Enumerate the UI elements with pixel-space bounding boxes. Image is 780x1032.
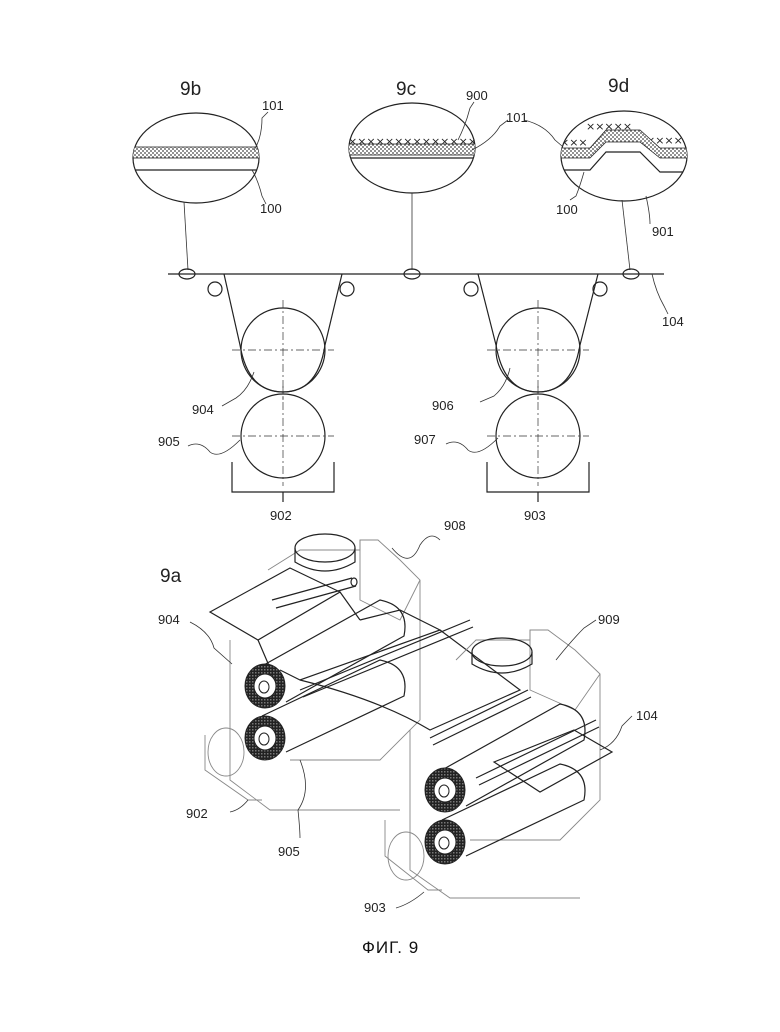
perspective-view-9a: 9a 908 904	[158, 518, 658, 915]
roller-station-902: 904 905 902	[158, 300, 334, 523]
inset-9c-title: 9c	[396, 79, 416, 100]
inset-9b-title: 9b	[180, 79, 201, 100]
roller-station-903: 906 907 903	[414, 300, 589, 523]
label-904: 904	[192, 402, 214, 417]
label-907: 907	[414, 432, 436, 447]
label-900: 900	[466, 88, 488, 103]
inset-9d-title: 9d	[608, 76, 629, 97]
label-905: 905	[158, 434, 180, 449]
label-908: 908	[444, 518, 466, 533]
label-101-c: 101	[506, 110, 528, 125]
frame-908	[205, 534, 420, 810]
label-909: 909	[598, 612, 620, 627]
figure-caption: ФИГ. 9	[362, 938, 419, 957]
inset-9d: 9d ××× ××××× ×××× 100 901	[556, 76, 690, 270]
label-101: 101	[262, 98, 284, 113]
svg-text:×××: ×××	[560, 136, 588, 149]
label-100: 100	[260, 201, 282, 216]
label-905-a: 905	[278, 844, 300, 859]
label-906: 906	[432, 398, 454, 413]
label-901: 901	[652, 224, 674, 239]
inset-9c: 9c ×××××××××××××× 900 101	[346, 79, 528, 270]
label-903: 903	[524, 508, 546, 523]
label-100-d: 100	[556, 202, 578, 217]
label-904-a: 904	[158, 612, 180, 627]
frame-909	[385, 630, 600, 898]
label-104-a: 104	[636, 708, 658, 723]
perspective-title: 9a	[160, 566, 182, 587]
label-104: 104	[662, 314, 684, 329]
inset-9b: 9b 101 100	[130, 79, 284, 270]
label-902: 902	[270, 508, 292, 523]
label-902-a: 902	[186, 806, 208, 821]
label-903-a: 903	[364, 900, 386, 915]
